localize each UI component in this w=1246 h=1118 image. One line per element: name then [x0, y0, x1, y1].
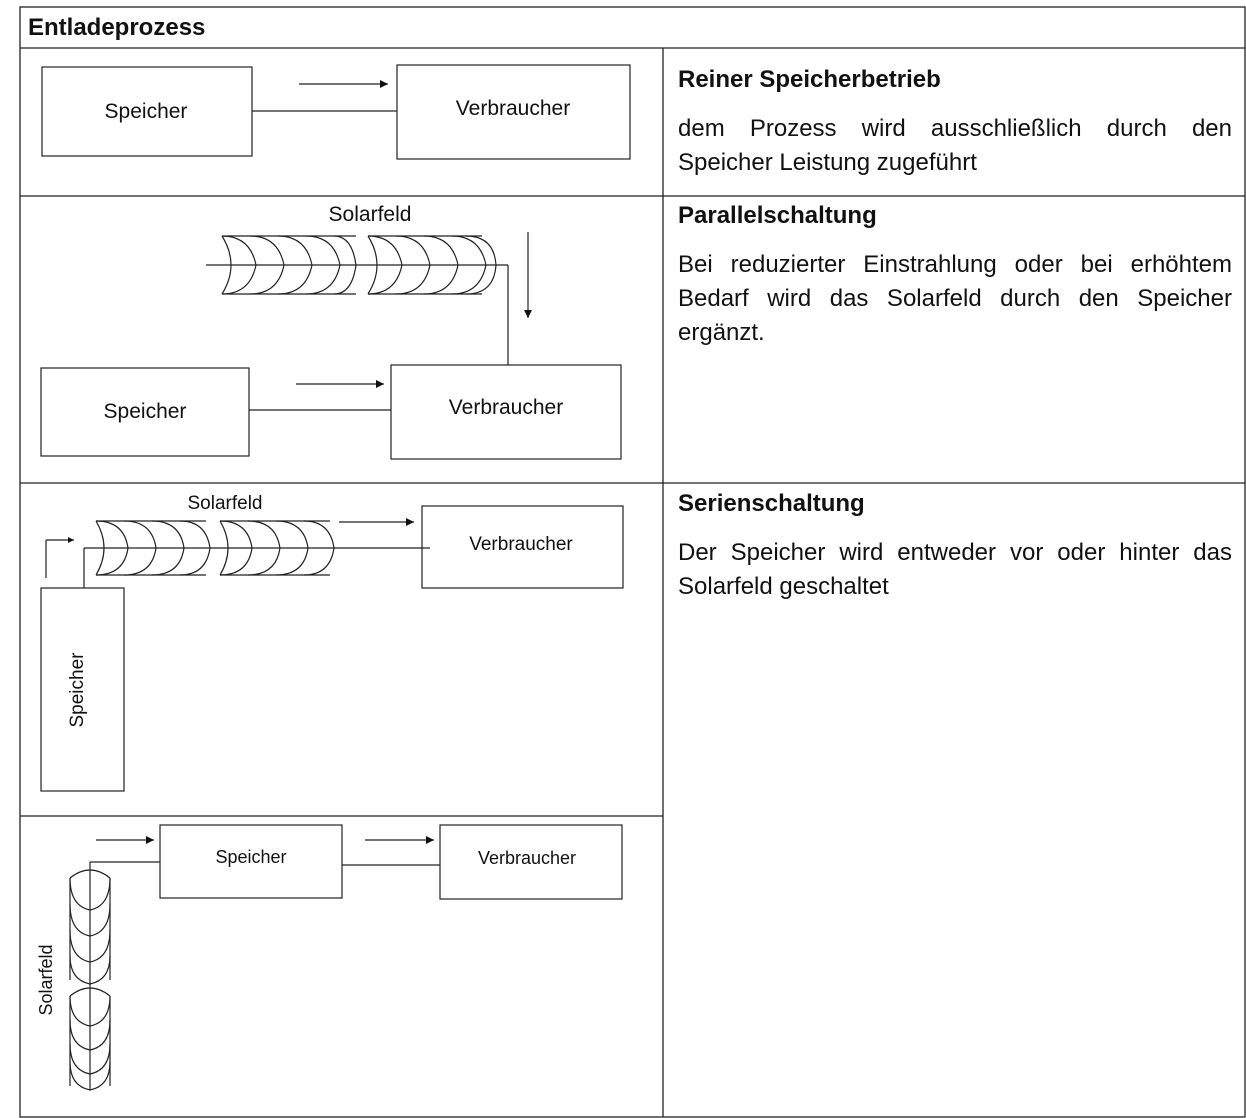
row-text-series: Der Speicher wird entweder vor oder hin­… — [678, 539, 1232, 600]
row-heading-parallel: Parallelschaltung — [678, 202, 877, 229]
diagram-parallel — [40, 232, 622, 460]
diagram-series-field-first — [69, 824, 623, 1091]
row-text-storage-only: dem Prozess wird ausschließlich durch de… — [678, 115, 1232, 176]
consumer-box — [421, 505, 624, 589]
storage-label: Speicher — [215, 847, 286, 867]
solar-field-label: Solarfeld — [188, 493, 263, 514]
solar-field-label: Solarfeld — [329, 203, 412, 226]
row-heading-storage-only: Reiner Speicherbetrieb — [678, 66, 941, 93]
consumer-box — [439, 824, 623, 900]
consumer-box — [396, 64, 631, 160]
consumer-box — [390, 364, 622, 460]
consumer-label: Verbraucher — [456, 97, 570, 120]
storage-box — [40, 367, 250, 457]
table-grid — [19, 6, 1246, 1118]
storage-box — [40, 587, 125, 792]
solar-field-label: Solarfeld — [36, 944, 56, 1015]
storage-label: Speicher — [105, 100, 188, 123]
storage-box — [159, 824, 343, 899]
diagram-storage-only — [41, 64, 631, 160]
row-text-parallel: Bei reduzierter Einstrahlung oder bei er… — [678, 251, 1232, 346]
consumer-label: Verbraucher — [469, 534, 573, 555]
storage-label: Speicher — [104, 400, 187, 423]
table-title: Entladeprozess — [28, 14, 206, 41]
storage-label: Speicher — [67, 652, 88, 728]
consumer-label: Verbraucher — [478, 848, 576, 868]
solar-collector — [221, 235, 232, 295]
consumer-label: Verbraucher — [449, 396, 563, 419]
row-heading-series: Serienschaltung — [678, 490, 865, 517]
diagram-series-storage-first — [40, 505, 624, 792]
